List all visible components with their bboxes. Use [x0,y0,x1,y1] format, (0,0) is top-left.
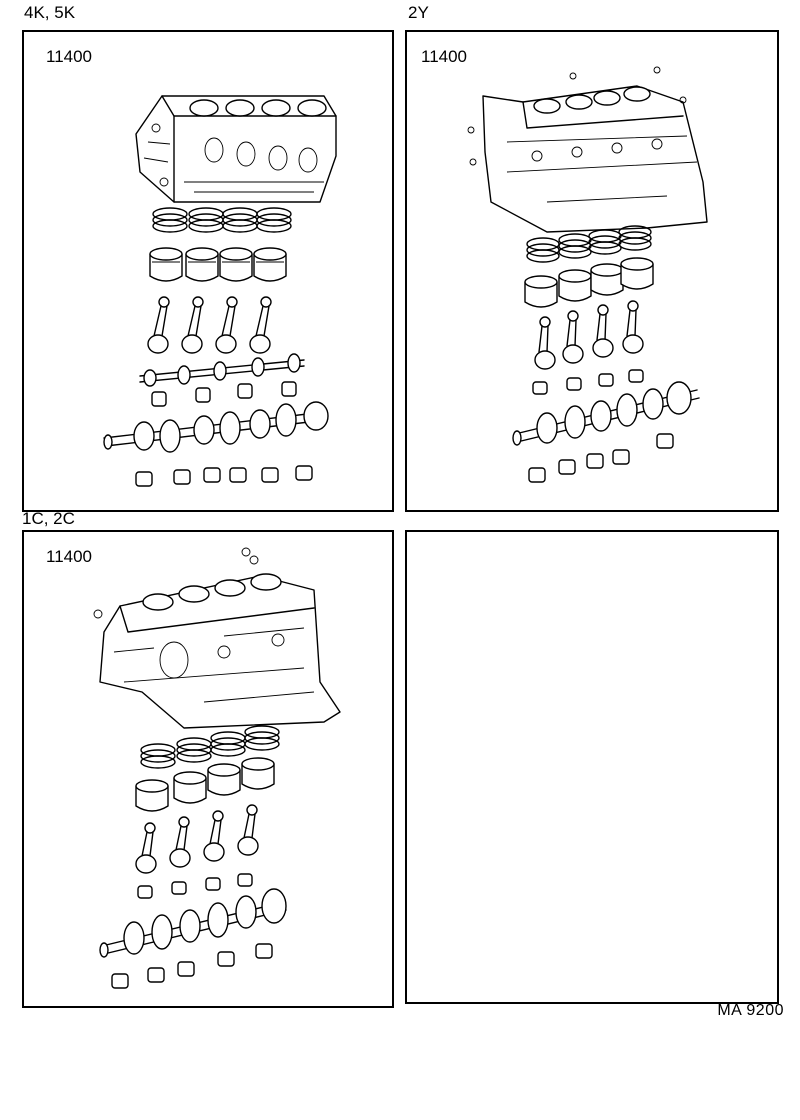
bearing-icon [532,369,644,395]
engine-label-1c-2c: 1C, 2C [22,509,75,528]
crankshaft-icon [99,888,287,958]
short-block-assembly-icon [93,547,341,989]
connecting-rod-icon [534,300,644,370]
panel-empty [405,530,779,1004]
part-number: 11400 [46,547,93,566]
bearing-icon [151,381,297,407]
part-number: 11400 [421,47,468,66]
piston-icon [524,257,654,308]
piston-icon [135,757,275,812]
panel-1c-2c: 11400 [22,530,394,1008]
short-block-assembly-icon [103,95,337,487]
connecting-rod-icon [135,804,259,874]
cylinder-block-icon [93,547,341,729]
bearing-icon [528,433,674,483]
short-block-assembly-icon [467,66,708,483]
bearing-icon [135,465,313,487]
engine-label-2y: 2Y [408,3,429,22]
page-code: MA 9200 [717,1002,784,1019]
crankshaft-icon [103,401,329,453]
camshaft-icon [139,353,305,387]
piston-icon [149,247,287,282]
connecting-rod-icon [147,296,272,354]
panel-2y: 11400 [405,30,779,512]
cylinder-block-icon [467,66,708,233]
piston-ring-set-icon [526,225,652,263]
cylinder-block-icon [135,95,337,203]
engine-label-4k-5k: 4K, 5K [24,3,76,22]
panel-4k-5k: 11400 [22,30,394,512]
piston-ring-set-icon [140,725,280,769]
crankshaft-icon [512,381,700,446]
part-number: 11400 [46,47,93,66]
bearing-icon [111,943,273,989]
bearing-icon [137,873,253,899]
piston-ring-set-icon [152,207,292,233]
